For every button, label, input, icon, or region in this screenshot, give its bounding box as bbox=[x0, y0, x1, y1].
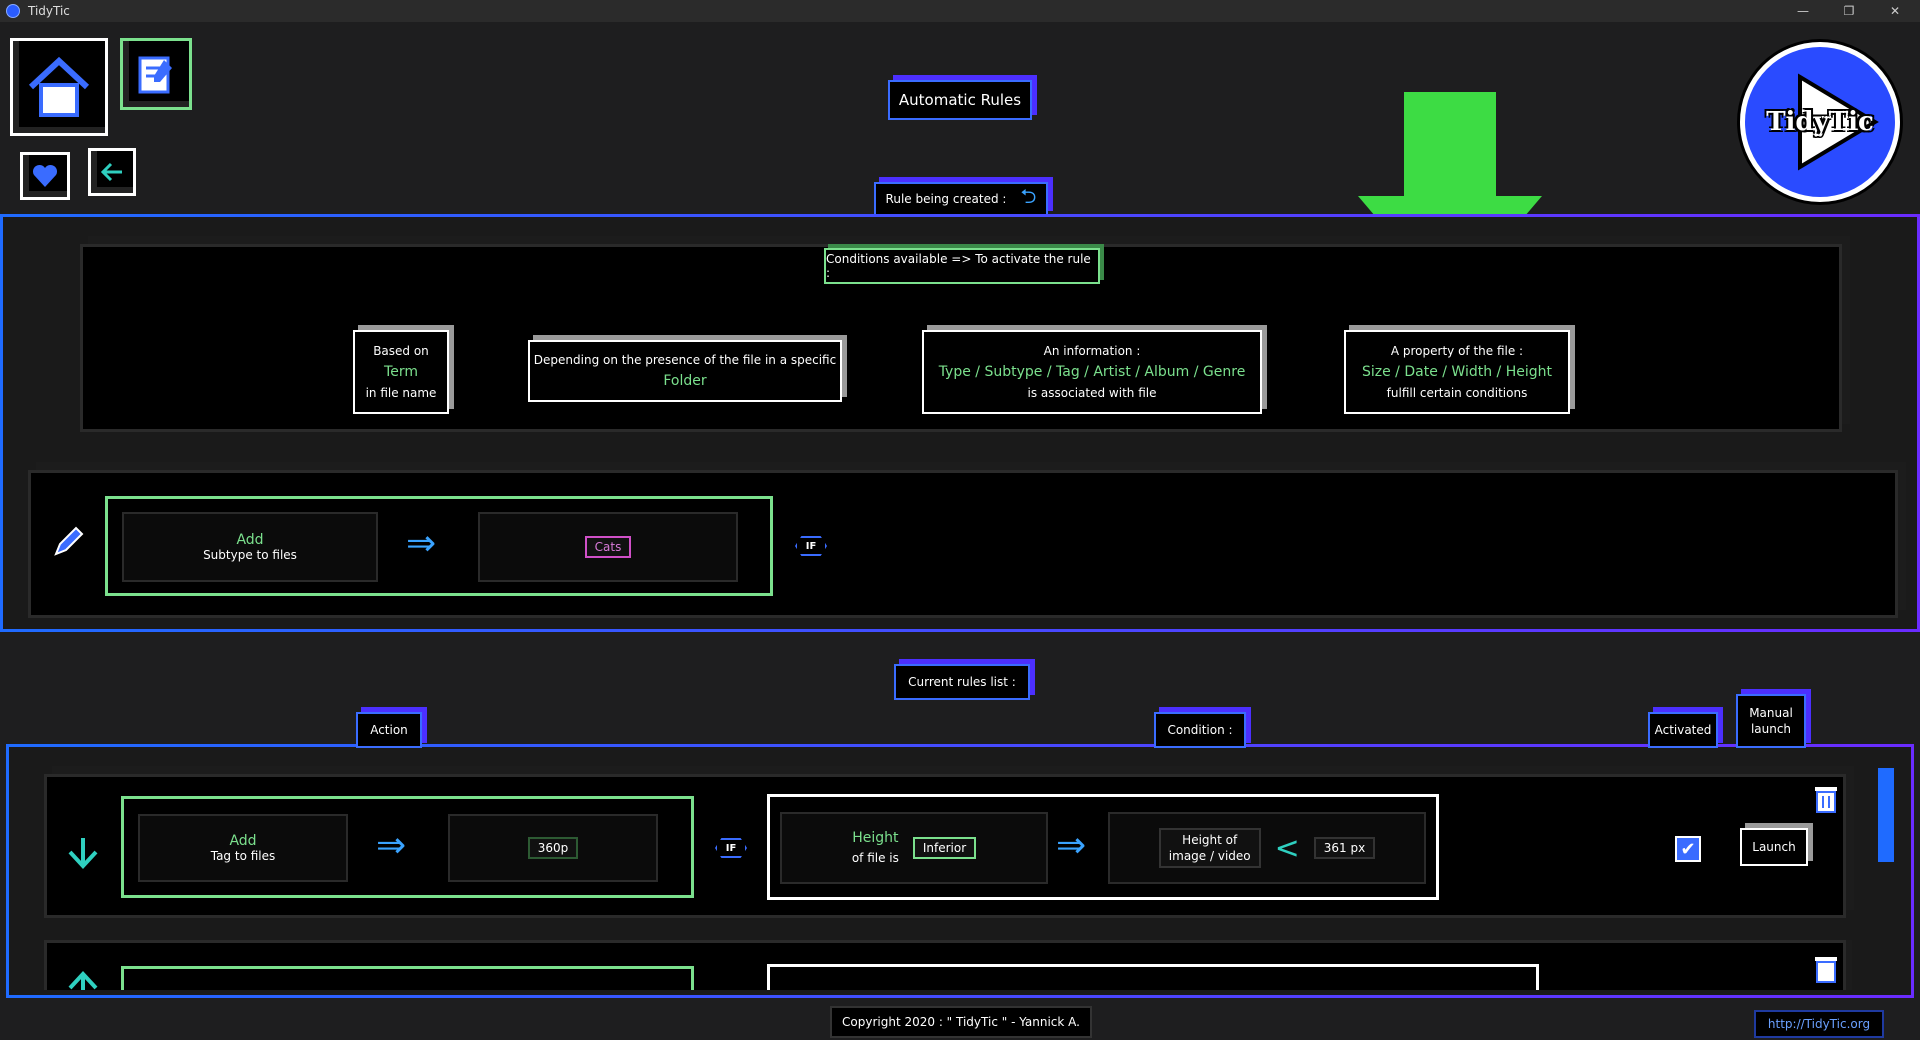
row-action-value[interactable]: 360p bbox=[448, 814, 658, 882]
edit-document-button[interactable] bbox=[120, 38, 192, 110]
app-icon bbox=[6, 4, 20, 18]
condition-option-information[interactable]: An information : Type / Subtype / Tag / … bbox=[922, 330, 1262, 414]
edit-document-icon bbox=[138, 56, 172, 94]
condition-option-folder[interactable]: Depending on the presence of the file in… bbox=[528, 340, 842, 402]
if-badge: IF bbox=[715, 838, 747, 858]
condition-line: of file is bbox=[851, 851, 899, 865]
current-rules-title: Current rules list : bbox=[894, 664, 1030, 700]
if-badge: IF bbox=[795, 536, 827, 556]
header-condition: Condition : bbox=[1154, 712, 1246, 748]
maximize-button[interactable]: ❐ bbox=[1843, 4, 1855, 18]
condition-option-term[interactable]: Based on Term in file name bbox=[353, 330, 449, 414]
minimize-button[interactable]: — bbox=[1797, 4, 1809, 18]
page-title: Automatic Rules bbox=[888, 80, 1032, 120]
heart-icon bbox=[32, 164, 58, 187]
option-highlight: Term bbox=[384, 363, 418, 380]
header-action: Action bbox=[356, 712, 422, 748]
draft-action-verb[interactable]: Add Subtype to files bbox=[122, 512, 378, 582]
favorite-button[interactable] bbox=[20, 152, 70, 200]
option-line: is associated with file bbox=[1027, 385, 1157, 400]
tidytic-logo: TidyTic bbox=[1740, 42, 1900, 202]
value-tag: Cats bbox=[584, 536, 632, 558]
option-highlight: Size / Date / Width / Height bbox=[1361, 363, 1552, 380]
compare-line: image / video bbox=[1168, 849, 1251, 863]
undo-icon[interactable]: ⮌ bbox=[1020, 184, 1037, 208]
scrollbar-thumb[interactable] bbox=[1878, 768, 1894, 862]
move-up-icon[interactable] bbox=[64, 968, 102, 990]
rule-being-created-text: Rule being created : bbox=[885, 192, 1007, 206]
header-manual-line: Manual bbox=[1749, 706, 1793, 720]
row-condition-box bbox=[767, 964, 1539, 990]
close-button[interactable]: ✕ bbox=[1889, 4, 1901, 18]
header-manual-line: launch bbox=[1750, 722, 1792, 736]
home-icon bbox=[28, 56, 90, 117]
condition-option-property[interactable]: A property of the file : Size / Date / W… bbox=[1344, 330, 1570, 414]
compare-property: Height of image / video bbox=[1158, 828, 1261, 868]
row-condition-subject[interactable]: Height of file is Inferior bbox=[780, 812, 1048, 884]
right-arrow-icon: ⇒ bbox=[1056, 825, 1087, 866]
move-down-icon[interactable] bbox=[64, 834, 102, 872]
rule-being-created-label: Rule being created : ⮌ bbox=[874, 182, 1048, 216]
check-icon: ✔ bbox=[1680, 838, 1696, 860]
action-verb: Add bbox=[236, 532, 264, 548]
header-activated: Activated bbox=[1648, 712, 1718, 748]
option-highlight: Type / Subtype / Tag / Artist / Album / … bbox=[938, 363, 1246, 380]
table-row bbox=[44, 940, 1852, 990]
row-action-verb[interactable]: Add Tag to files bbox=[138, 814, 348, 882]
right-arrow-icon: ⇒ bbox=[376, 825, 407, 866]
header-manual-launch: Manual launch bbox=[1736, 694, 1806, 748]
option-line: Based on bbox=[373, 343, 429, 358]
logo-arrow-icon bbox=[1798, 73, 1879, 171]
option-line: An information : bbox=[1043, 343, 1141, 358]
launch-button[interactable]: Launch bbox=[1740, 828, 1808, 866]
activated-checkbox[interactable]: ✔ bbox=[1675, 836, 1701, 862]
back-arrow-icon bbox=[100, 162, 122, 182]
less-than-icon: < bbox=[1274, 830, 1300, 866]
row-action-box bbox=[121, 966, 694, 990]
window-title: TidyTic bbox=[28, 4, 70, 18]
compare-line: Height of bbox=[1182, 833, 1238, 847]
row-condition-compare[interactable]: Height of image / video < 361 px bbox=[1108, 812, 1426, 884]
home-button[interactable] bbox=[10, 38, 108, 136]
back-button[interactable] bbox=[88, 148, 136, 196]
option-line: in file name bbox=[365, 385, 437, 400]
option-line: A property of the file : bbox=[1390, 343, 1524, 358]
option-highlight: Folder bbox=[663, 373, 707, 389]
draft-action-value[interactable]: Cats bbox=[478, 512, 738, 582]
option-line: fulfill certain conditions bbox=[1386, 385, 1528, 400]
title-bar: TidyTic — ❐ ✕ bbox=[0, 0, 1920, 22]
action-verb: Add bbox=[229, 833, 257, 849]
right-arrow-icon: ⇒ bbox=[406, 523, 437, 564]
copyright-text: Copyright 2020 : " TidyTic " - Yannick A… bbox=[830, 1006, 1092, 1038]
action-target: Subtype to files bbox=[203, 548, 297, 562]
logo-text: TidyTic bbox=[1766, 107, 1874, 137]
condition-line: Height bbox=[852, 830, 899, 846]
condition-subject: Height of file is bbox=[852, 828, 899, 868]
amount-tag: 361 px bbox=[1313, 837, 1376, 859]
option-line: Depending on the presence of the file in… bbox=[533, 353, 837, 367]
operator-tag: Inferior bbox=[912, 837, 977, 859]
action-target: Tag to files bbox=[210, 849, 276, 863]
down-arrow-icon bbox=[1358, 92, 1542, 304]
conditions-title: Conditions available => To activate the … bbox=[824, 248, 1100, 284]
website-link[interactable]: http://TidyTic.org bbox=[1754, 1010, 1884, 1038]
trash-icon[interactable] bbox=[1812, 784, 1840, 814]
trash-icon[interactable] bbox=[1812, 954, 1840, 984]
pencil-icon[interactable] bbox=[50, 524, 86, 560]
value-tag: 360p bbox=[527, 837, 579, 859]
